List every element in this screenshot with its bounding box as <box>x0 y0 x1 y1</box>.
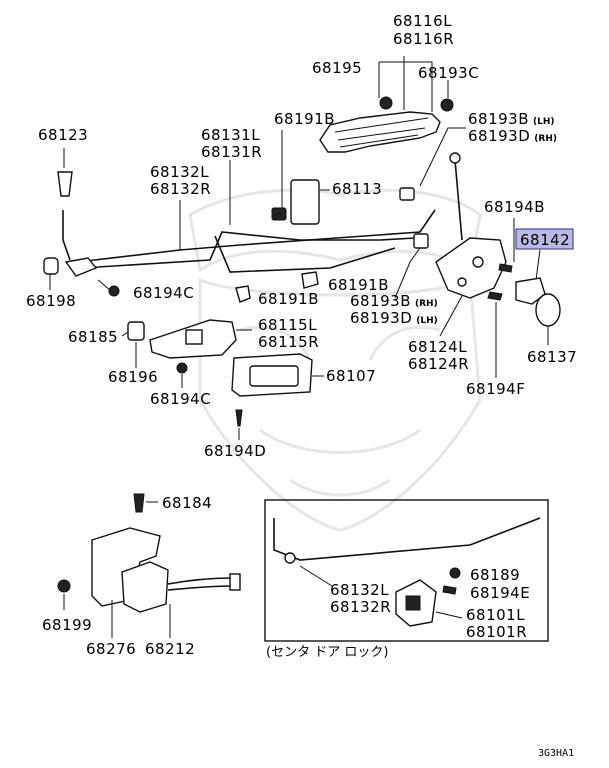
label-68195: 68195 <box>312 59 362 77</box>
clip-68185 <box>127 321 145 341</box>
clip-68191b-a <box>235 285 251 303</box>
inset-caption: (センタ ドア ロック) <box>266 645 388 660</box>
label-68191b-a: 68191B <box>258 290 319 308</box>
bolt-68199 <box>57 579 71 593</box>
screw-68194c-a <box>108 285 120 297</box>
label-68194e: 68194E <box>470 584 530 602</box>
rod-clip-mid <box>413 233 429 249</box>
label-68196: 68196 <box>108 368 158 386</box>
screw-68194e <box>442 585 457 595</box>
shim-68137 <box>535 293 561 327</box>
label-68199: 68199 <box>42 616 92 634</box>
lock-knob <box>57 171 73 197</box>
label-68123: 68123 <box>38 126 88 144</box>
lock-cylinder-68113 <box>290 179 320 225</box>
highlight-68142 <box>515 228 574 250</box>
label-68185: 68185 <box>68 328 118 346</box>
label-68193d-mid: 68193D(LH) <box>350 309 438 327</box>
label-68184: 68184 <box>162 494 212 512</box>
label-68113: 68113 <box>332 180 382 198</box>
clip-68184 <box>133 493 145 513</box>
label-68212: 68212 <box>145 640 195 658</box>
clip-68189 <box>449 567 461 579</box>
label-68193c: 68193C <box>418 64 479 82</box>
label-68194b: 68194B <box>484 198 545 216</box>
link-rods <box>77 209 436 273</box>
label-68193d-top: 68193D(RH) <box>468 127 557 145</box>
screw-68194d <box>235 409 243 427</box>
label-68137: 68137 <box>527 348 577 366</box>
outside-handle-assembly <box>319 56 454 153</box>
label-68142: 68142 <box>520 231 570 249</box>
label-68193b-mid: 68193B(RH) <box>350 292 438 310</box>
label-68191b-b: 68191B <box>328 276 389 294</box>
label-68276: 68276 <box>86 640 136 658</box>
bracket-68276 <box>91 527 161 607</box>
rod-clip-68191b-top <box>271 207 287 221</box>
figure-code: 3G3HA1 <box>538 748 574 759</box>
rod-holder-68198 <box>43 257 59 275</box>
label-68194d: 68194D <box>204 442 266 460</box>
label-68194c-b: 68194C <box>150 390 211 408</box>
label-68191b-top: 68191B <box>274 110 335 128</box>
door-latch-68124 <box>435 237 507 299</box>
label-68189: 68189 <box>470 566 520 584</box>
inset-frame <box>264 499 549 642</box>
label-68107: 68107 <box>326 367 376 385</box>
rod-clip-upper <box>399 187 415 201</box>
label-68198: 68198 <box>26 292 76 310</box>
screw-68194f <box>487 291 503 301</box>
label-68194f: 68194F <box>466 380 525 398</box>
label-68194c-a: 68194C <box>133 284 194 302</box>
screw-68194c-b <box>176 362 188 374</box>
label-68193b-top: 68193B(LH) <box>468 110 555 128</box>
lock-actuator-68212 <box>121 561 169 613</box>
clip-68191b-b <box>301 271 319 289</box>
screw-68194b <box>498 263 513 273</box>
